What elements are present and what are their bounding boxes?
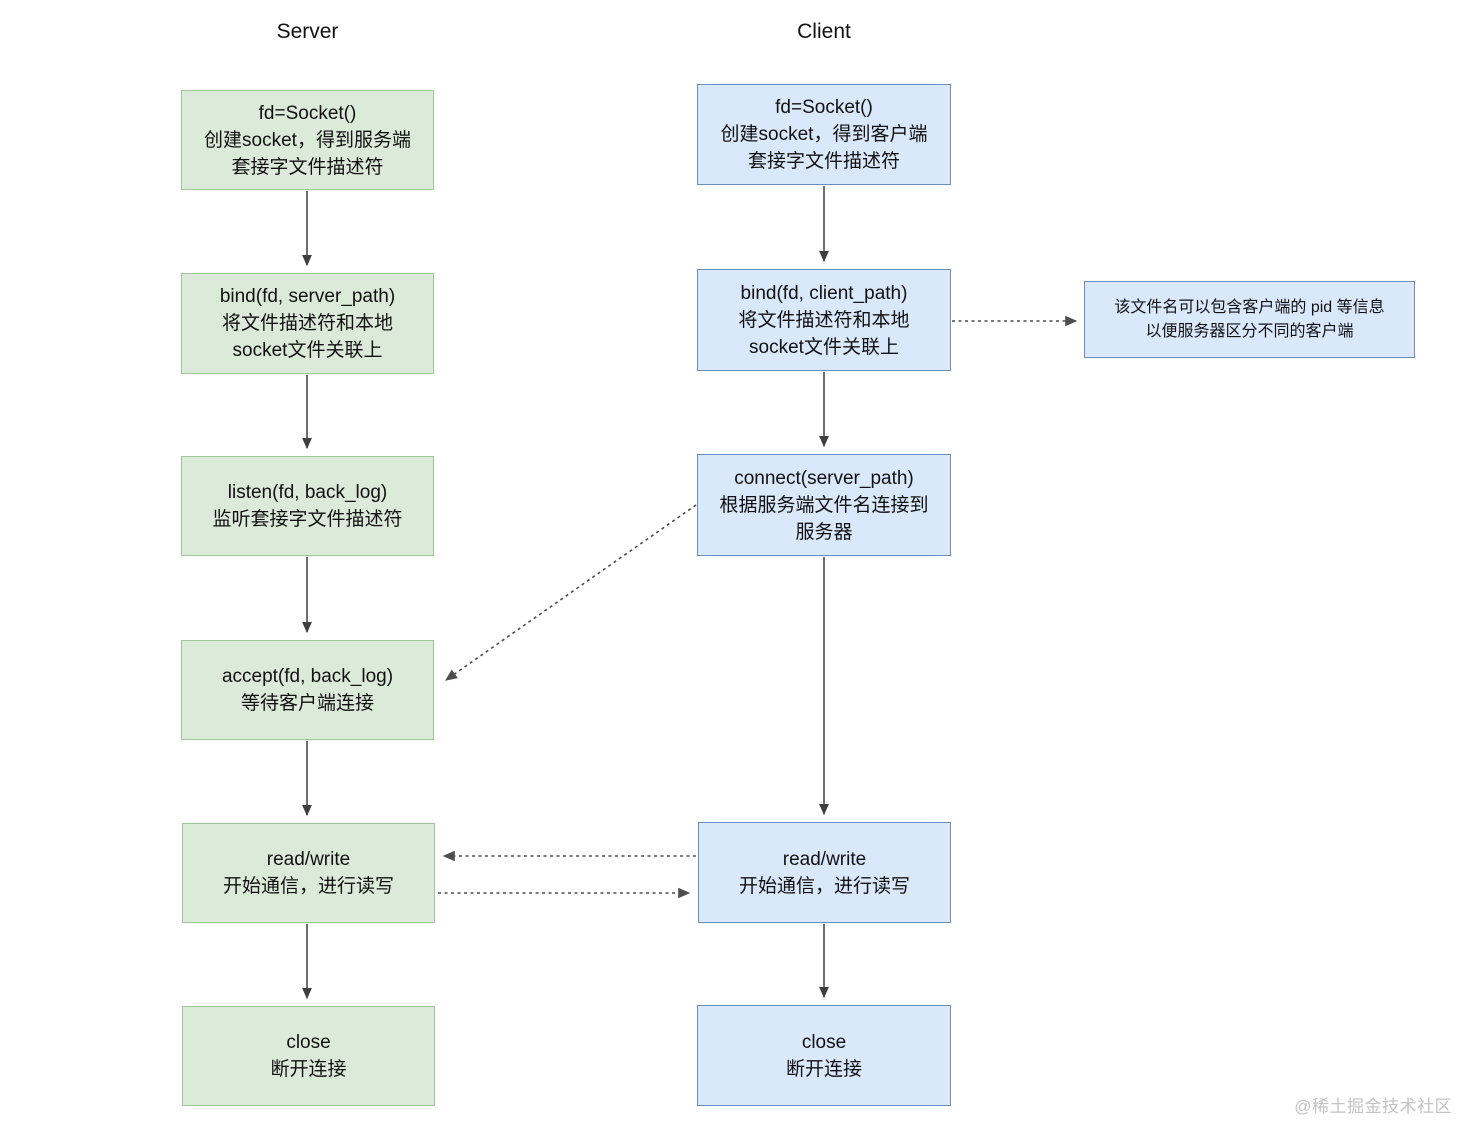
note-box: 该文件名可以包含客户端的 pid 等信息 以便服务器区分不同的客户端 [1084, 281, 1415, 358]
node-line: 开始通信，进行读写 [738, 875, 910, 897]
server-column-title: Server [276, 20, 339, 43]
node-line: bind(fd, client_path) [740, 282, 908, 304]
node-line: 断开连接 [785, 1058, 862, 1080]
node-line: 根据服务端文件名连接到 [719, 494, 929, 516]
node-line: fd=Socket() [258, 102, 357, 124]
node-line: 套接字文件描述符 [231, 156, 384, 178]
node-line: close [286, 1032, 331, 1053]
node-line: 监听套接字文件描述符 [212, 509, 403, 530]
node-line: socket文件关联上 [232, 340, 383, 361]
client-node-socket: fd=Socket() 创建socket，得到客户端 套接字文件描述符 [697, 84, 951, 185]
node-line: 将文件描述符和本地 [221, 313, 393, 334]
node-line: listen(fd, back_log) [227, 482, 388, 503]
watermark: @稀土掘金技术社区 [1294, 1097, 1452, 1116]
server-node-listen: listen(fd, back_log) 监听套接字文件描述符 [181, 456, 434, 556]
node-line: read/write [782, 848, 867, 870]
node-line: connect(server_path) [734, 467, 914, 489]
node-line: fd=Socket() [775, 97, 873, 118]
client-node-close: close 断开连接 [697, 1005, 951, 1106]
dotted-links [438, 315, 1078, 899]
node-line: 开始通信，进行读写 [222, 876, 394, 897]
note-line: 以便服务器区分不同的客户端 [1145, 322, 1354, 340]
server-node-accept: accept(fd, back_log) 等待客户端连接 [181, 640, 434, 740]
server-node-close: close 断开连接 [182, 1006, 435, 1106]
client-column-title: Client [797, 20, 851, 43]
node-line: socket文件关联上 [749, 336, 899, 358]
note-line: 该文件名可以包含客户端的 pid 等信息 [1114, 298, 1385, 316]
node-line: 创建socket，得到客户端 [720, 124, 928, 145]
client-node-connect: connect(server_path) 根据服务端文件名连接到 服务器 [697, 454, 951, 556]
node-line: 断开连接 [270, 1059, 347, 1080]
node-line: close [801, 1031, 847, 1053]
server-node-socket: fd=Socket() 创建socket，得到服务端 套接字文件描述符 [181, 90, 434, 190]
server-node-bind: bind(fd, server_path) 将文件描述符和本地 socket文件… [181, 273, 434, 374]
server-node-readwrite: read/write 开始通信，进行读写 [182, 823, 435, 923]
client-node-bind: bind(fd, client_path) 将文件描述符和本地 socket文件… [697, 269, 951, 371]
client-node-readwrite: read/write 开始通信，进行读写 [698, 822, 951, 923]
arrow-connect-to-accept [445, 504, 697, 681]
node-line: 创建socket，得到服务端 [204, 129, 411, 151]
node-line: 服务器 [795, 521, 853, 543]
node-line: 等待客户端连接 [240, 693, 374, 714]
node-line: bind(fd, server_path) [219, 286, 396, 307]
node-line: 套接字文件描述符 [747, 151, 900, 172]
node-line: 将文件描述符和本地 [738, 309, 910, 331]
node-line: accept(fd, back_log) [221, 666, 394, 687]
node-line: read/write [266, 849, 351, 870]
